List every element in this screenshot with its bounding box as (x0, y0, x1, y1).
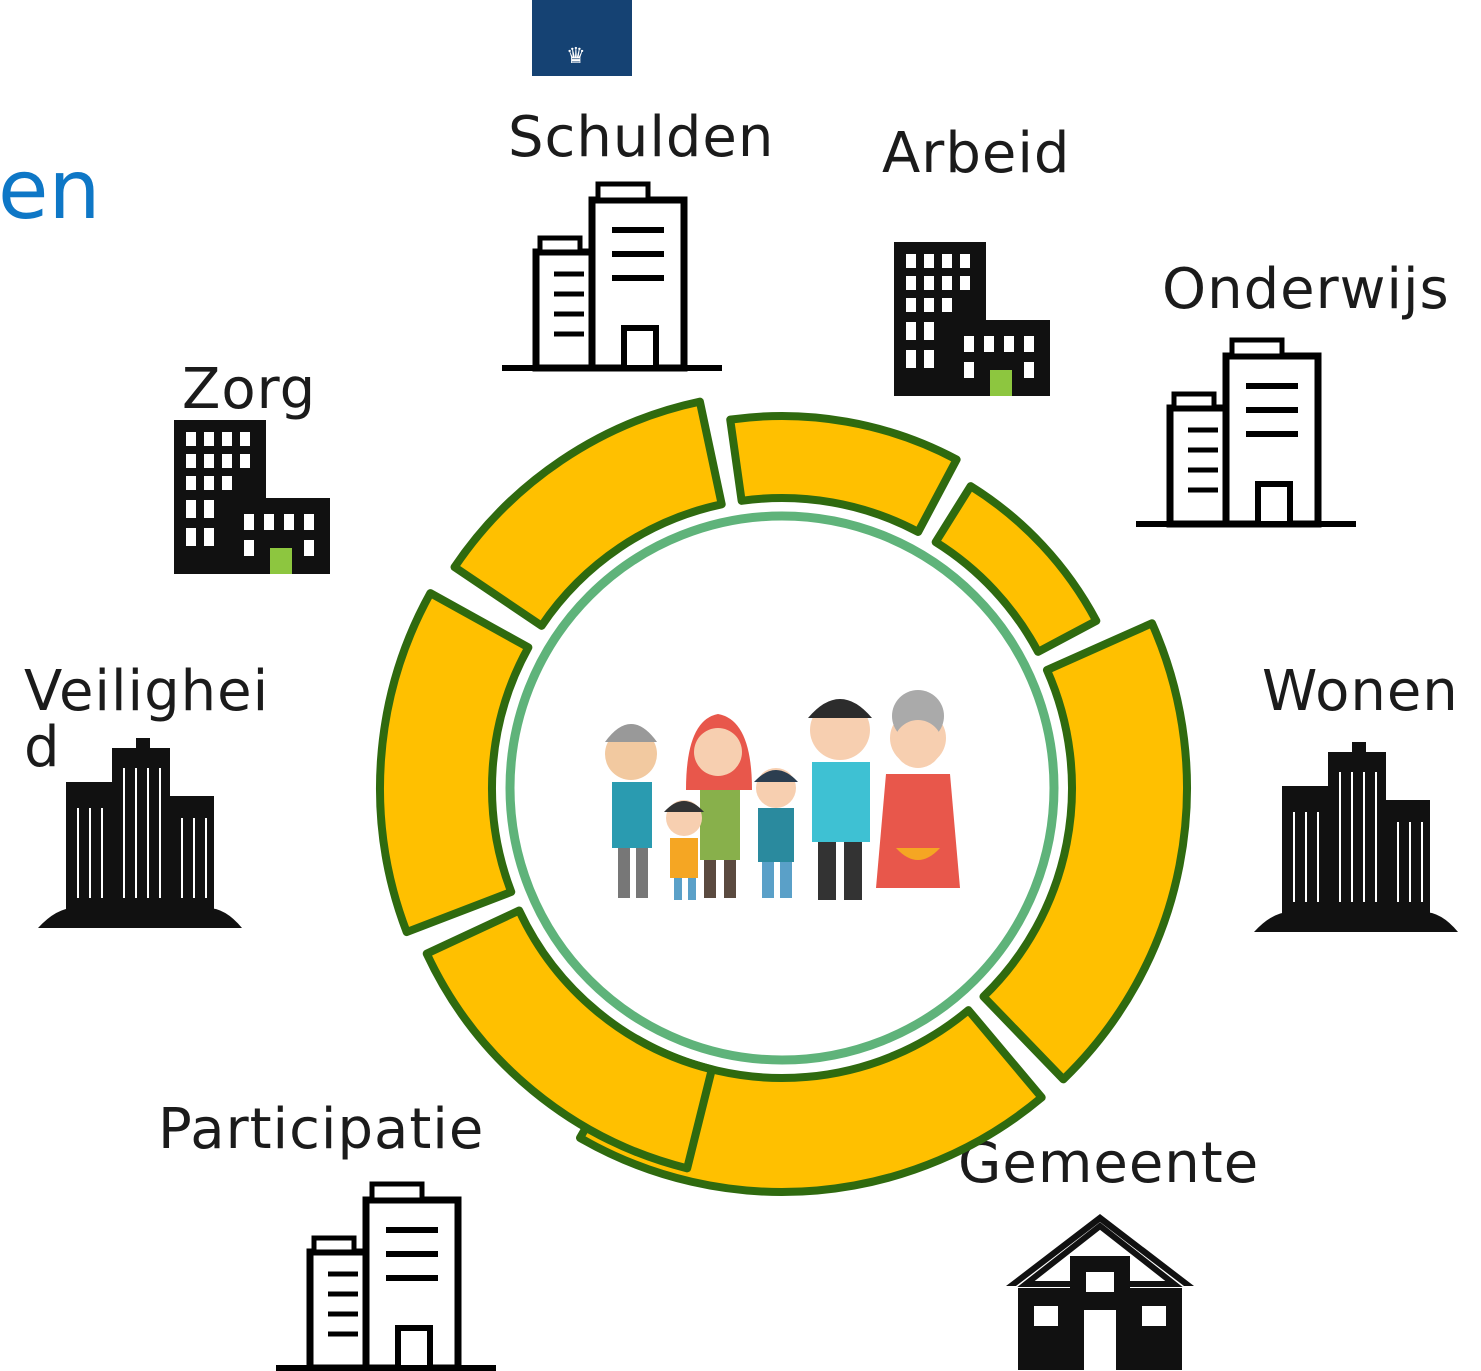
ring-segment (979, 619, 1191, 1084)
label-schulden: Schulden (508, 105, 775, 170)
ring-segment (726, 412, 961, 536)
city-skyline-icon (37, 737, 243, 929)
office-building-icon (1136, 340, 1356, 524)
office-building-icon (502, 184, 722, 368)
hospital-building-icon (894, 242, 1050, 396)
label-gemeente: Gemeente (958, 1131, 1260, 1196)
label-veiligheid: Veilighei d (24, 659, 270, 780)
government-logo: ♛ (532, 0, 632, 76)
page-title: en (0, 143, 101, 238)
family-icon (605, 690, 960, 900)
hospital-building-icon (174, 420, 330, 574)
label-participatie: Participatie (158, 1097, 485, 1162)
ring-segment (376, 589, 533, 937)
label-zorg: Zorg (182, 357, 317, 422)
label-wonen: Wonen (1262, 659, 1459, 724)
office-building-icon (276, 1184, 496, 1368)
label-arbeid: Arbeid (882, 121, 1071, 186)
label-onderwijs: Onderwijs (1162, 257, 1450, 322)
ring-segments (376, 397, 1191, 1196)
ring-segment (422, 906, 716, 1173)
crown-emblem-icon: ♛ (566, 44, 586, 69)
house-icon (1006, 1214, 1194, 1370)
ring-segment (931, 482, 1101, 656)
ring-segment (450, 397, 726, 630)
city-skyline-icon (1253, 741, 1459, 933)
